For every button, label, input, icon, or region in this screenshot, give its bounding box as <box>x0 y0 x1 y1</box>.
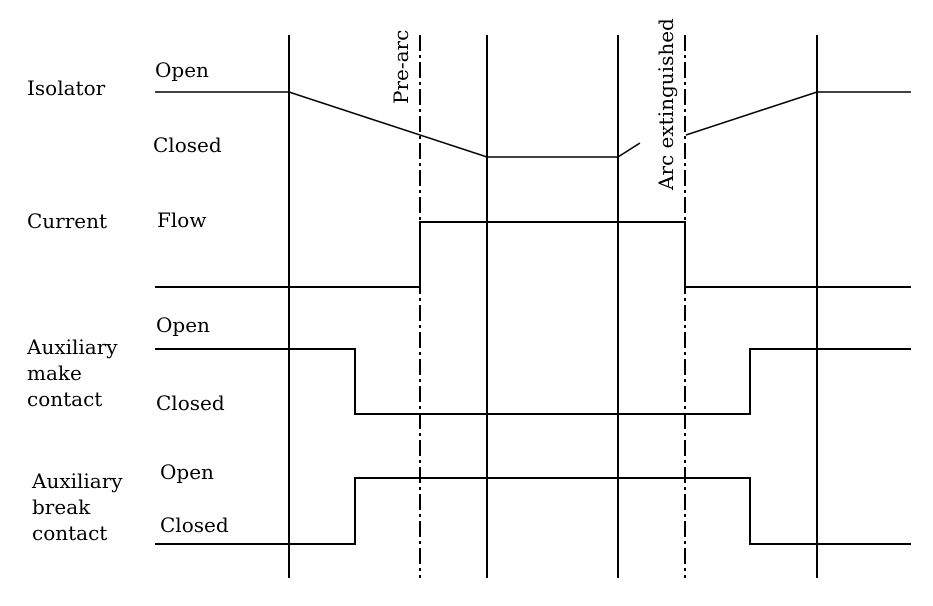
aux-make-label-line: make <box>27 361 82 385</box>
aux-break-closed-label: Closed <box>160 513 229 537</box>
aux-make-label-line: contact <box>27 387 103 411</box>
aux-make-label-line: Auxiliary <box>27 335 118 359</box>
aux-break-label-line: contact <box>32 521 108 545</box>
aux-make-trace <box>155 348 911 415</box>
aux-break-open-label: Open <box>160 460 214 484</box>
aux-break-label-line: Auxiliary <box>32 469 123 493</box>
aux-make-label: Auxiliary make contact <box>27 334 118 412</box>
current-label: Current <box>27 209 108 233</box>
isolator-trace <box>155 91 641 158</box>
isolator-open-label: Open <box>155 58 209 82</box>
aux-break-trace <box>155 477 911 545</box>
aux-make-closed-label: Closed <box>156 391 225 415</box>
isolator-label: Isolator <box>27 76 106 100</box>
isolator-closed-label: Closed <box>153 133 222 157</box>
current-flow-label: Flow <box>157 208 207 232</box>
aux-break-label-line: break <box>32 495 91 519</box>
current-trace <box>155 221 911 288</box>
isolator-trace-return <box>685 91 911 136</box>
pre-arc-label: Pre-arc <box>389 29 413 104</box>
arc-extinguished-label: Arc extinguished <box>654 18 678 190</box>
aux-break-label: Auxiliary break contact <box>32 468 123 546</box>
aux-make-open-label: Open <box>156 313 210 337</box>
